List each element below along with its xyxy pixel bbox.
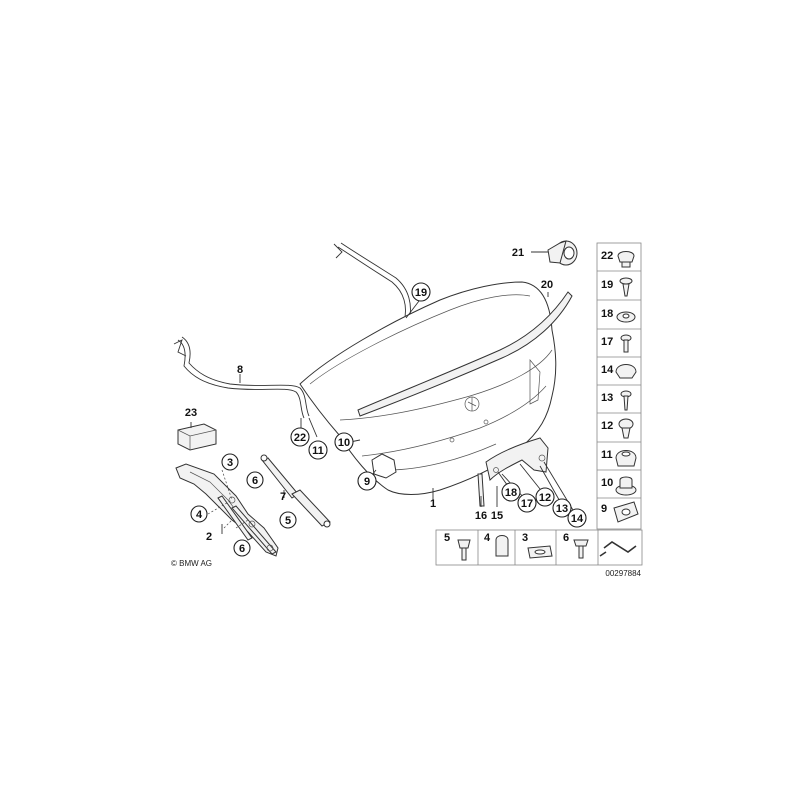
diagram-id-label: 00297884 [605,569,641,578]
svg-text:14: 14 [601,364,614,376]
svg-text:3: 3 [522,532,528,544]
callout-18: 18 [501,482,521,502]
svg-text:6: 6 [563,532,569,544]
svg-text:2: 2 [206,531,212,543]
side-item-10: 10 [601,476,637,496]
callout-3: 3 [221,453,239,471]
callout-12: 12 [535,487,555,507]
svg-text:5: 5 [285,515,291,527]
svg-text:20: 20 [541,279,553,291]
svg-text:14: 14 [571,513,584,525]
svg-text:18: 18 [505,487,517,499]
svg-text:13: 13 [556,503,568,515]
side-item-22: 22 [601,250,635,268]
callout-6-upper: 6 [246,471,264,489]
symbol-cell [599,541,637,557]
svg-text:© BMW AG: © BMW AG [171,559,212,568]
svg-text:13: 13 [601,392,613,404]
rubber-block-23 [177,423,217,451]
svg-text:5: 5 [444,532,450,544]
callout-22: 22 [290,427,310,447]
callout-2: 2 [206,531,212,543]
svg-text:23: 23 [185,407,197,419]
svg-text:10: 10 [338,437,350,449]
side-item-9: 9 [601,501,639,523]
svg-text:10: 10 [601,477,613,489]
svg-text:00297884: 00297884 [605,569,641,578]
copyright-label: © BMW AG [171,559,212,568]
bottom-item-4: 4 [484,532,509,557]
side-item-17: 17 [601,334,632,353]
callout-4: 4 [190,505,208,523]
svg-text:12: 12 [539,492,551,504]
callout-21: 21 [512,247,524,259]
callout-19: 19 [411,282,431,302]
spoiler-20 [357,291,573,417]
callout-15: 15 [491,510,503,522]
side-parts-panel: 22 19 18 17 14 13 12 [596,242,642,530]
bottom-parts-panel: 5 4 3 6 [435,529,643,566]
svg-text:11: 11 [601,449,613,461]
callout-1: 1 [430,498,436,510]
svg-text:15: 15 [491,510,503,522]
callout-14: 14 [567,508,587,528]
bottom-item-5: 5 [444,532,471,561]
callout-11: 11 [308,440,328,460]
gas-strut-7 [260,454,331,528]
callout-20: 20 [541,279,553,291]
bottom-item-3: 3 [522,532,553,559]
callout-9: 9 [357,471,377,491]
side-item-11: 11 [601,449,637,467]
svg-text:12: 12 [601,420,613,432]
callout-13: 13 [552,498,572,518]
svg-text:4: 4 [196,509,203,521]
svg-text:4: 4 [484,532,491,544]
svg-text:6: 6 [239,543,245,555]
callout-17: 17 [517,493,537,513]
callout-8: 8 [237,364,243,376]
svg-text:17: 17 [521,498,533,510]
side-item-19: 19 [601,277,633,297]
svg-text:17: 17 [601,336,613,348]
svg-text:9: 9 [364,476,370,488]
side-item-12: 12 [601,418,634,439]
hinge-assembly [175,463,279,557]
svg-text:19: 19 [601,279,613,291]
callout-10: 10 [334,432,354,452]
svg-text:1: 1 [430,498,436,510]
bracket-licence [477,437,549,507]
svg-text:22: 22 [601,250,613,262]
cable-8 [173,336,310,419]
roll-21 [547,240,578,266]
svg-text:7: 7 [280,491,286,503]
svg-text:21: 21 [512,247,524,259]
callout-7: 7 [280,491,286,503]
svg-text:22: 22 [294,432,306,444]
callout-6-lower: 6 [233,539,251,557]
svg-text:6: 6 [252,475,258,487]
svg-text:3: 3 [227,457,233,469]
svg-text:11: 11 [312,445,324,457]
svg-text:19: 19 [415,287,427,299]
svg-text:8: 8 [237,364,243,376]
callout-16: 16 [475,510,487,522]
side-item-14: 14 [601,364,637,379]
bottom-item-6: 6 [563,532,589,559]
svg-text:18: 18 [601,308,613,320]
svg-text:16: 16 [475,510,487,522]
callout-23: 23 [185,407,197,419]
callout-5: 5 [279,511,297,529]
side-item-18: 18 [601,308,636,323]
side-item-13: 13 [601,390,632,411]
svg-text:9: 9 [601,503,607,515]
